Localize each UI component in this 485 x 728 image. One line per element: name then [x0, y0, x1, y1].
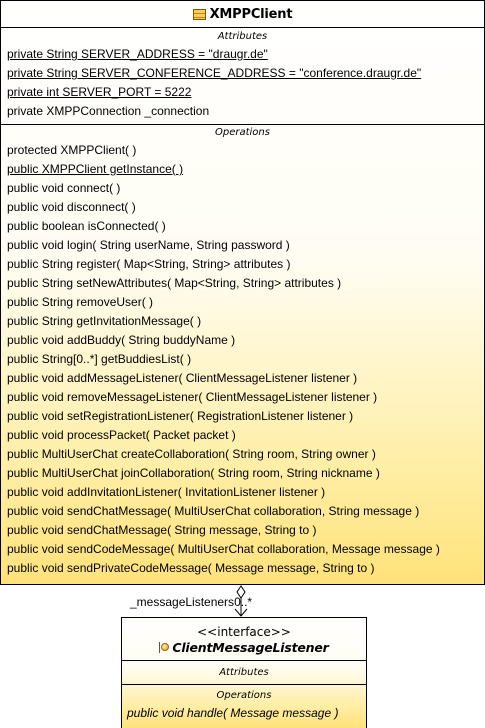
operation-row[interactable]: public void processPacket( Packet packet… — [7, 428, 236, 442]
interface-stereotype: <<interface>> — [197, 624, 291, 639]
attribute-row[interactable]: private int SERVER_PORT = 5222 — [7, 85, 192, 99]
operation-row[interactable]: public void removeMessageListener( Clien… — [7, 390, 378, 404]
operation-row[interactable]: public void addBuddy( String buddyName ) — [7, 333, 236, 347]
operation-row[interactable]: public void disconnect( ) — [7, 200, 136, 214]
interface-header: <<interface>> ClientMessageListener — [122, 618, 366, 661]
operations-list: protected XMPPClient( ) public XMPPClient… — [1, 141, 484, 578]
operation-row[interactable]: public void addMessageListener( ClientMe… — [7, 371, 358, 385]
attributes-title: Attributes — [217, 31, 268, 42]
attribute-row[interactable]: private String SERVER_CONFERENCE_ADDRESS… — [7, 66, 422, 80]
operation-row[interactable]: public void sendChatMessage( String mess… — [7, 523, 317, 537]
attribute-row[interactable]: private XMPPConnection _connection — [7, 104, 210, 118]
interface-operations-compartment: Operations public void handle( Message m… — [122, 685, 366, 723]
operation-row[interactable]: public void sendChatMessage( MultiUserCh… — [7, 504, 420, 518]
operation-row[interactable]: public MultiUserChat createCollaboration… — [7, 447, 376, 461]
association-role-label: _messageListeners0..* — [130, 595, 252, 609]
interface-icon — [159, 641, 170, 653]
operations-title: Operations — [215, 127, 270, 138]
operations-compartment: Operations protected XMPPClient( ) public… — [1, 125, 484, 578]
operation-row[interactable]: public String getInvitationMessage( ) — [7, 314, 202, 328]
operation-row[interactable]: public void addInvitationListener( Invit… — [7, 485, 326, 499]
class-icon — [192, 8, 206, 20]
interface-title-row: ClientMessageListener — [159, 639, 329, 655]
operation-row[interactable]: public String setNewAttributes( Map<Stri… — [7, 276, 342, 290]
interface-name: ClientMessageListener — [172, 639, 329, 655]
operation-row[interactable]: public XMPPClient getInstance( ) — [7, 162, 184, 176]
operation-row[interactable]: public String removeUser( ) — [7, 295, 154, 309]
interface-attributes-title: Attributes — [219, 667, 269, 678]
clientmessagelistener-interface-box[interactable]: <<interface>> ClientMessageListener Attr… — [121, 617, 367, 728]
operation-row[interactable]: public void setRegistrationListener( Reg… — [7, 409, 354, 423]
xmppclient-class-box[interactable]: XMPPClient Attributes private String SER… — [0, 0, 485, 585]
interface-operations-title: Operations — [216, 690, 272, 701]
operation-row[interactable]: public void sendCodeMessage( MultiUserCh… — [7, 542, 440, 556]
interface-operation-row[interactable]: public void handle( Message message ) — [127, 706, 339, 720]
operation-row[interactable]: public MultiUserChat joinCollaboration( … — [7, 466, 380, 480]
operation-row[interactable]: public void connect( ) — [7, 181, 121, 195]
class-name: XMPPClient — [209, 6, 293, 22]
attributes-list: private String SERVER_ADDRESS = "draugr.… — [1, 45, 484, 121]
multiplicity: 0..* — [234, 595, 253, 609]
navigability-arrow — [234, 608, 248, 617]
operation-row[interactable]: public void sendPrivateCodeMessage( Mess… — [7, 561, 375, 575]
interface-attributes-compartment: Attributes — [122, 661, 366, 685]
operation-row[interactable]: public String[0..*] getBuddiesList( ) — [7, 352, 192, 366]
operation-row[interactable]: public boolean isConnected( ) — [7, 219, 166, 233]
operation-row[interactable]: public String register( Map<String, Stri… — [7, 257, 291, 271]
class-header: XMPPClient — [1, 1, 484, 28]
operation-row[interactable]: protected XMPPClient( ) — [7, 143, 137, 157]
attributes-compartment: Attributes private String SERVER_ADDRESS… — [1, 28, 484, 125]
role-name: _messageListeners — [130, 595, 235, 609]
attribute-row[interactable]: private String SERVER_ADDRESS = "draugr.… — [7, 47, 268, 61]
interface-operations-list: public void handle( Message message ) — [122, 704, 366, 723]
operation-row[interactable]: public void login( String userName, Stri… — [7, 238, 290, 252]
